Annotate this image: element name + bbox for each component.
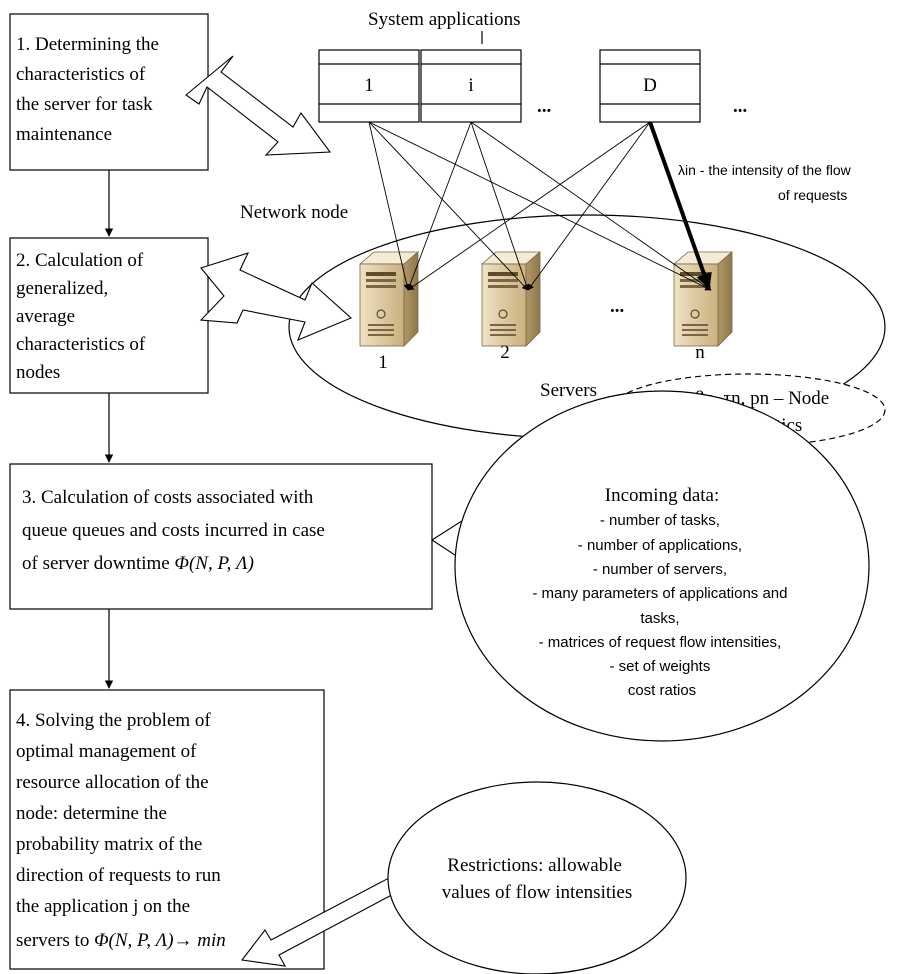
step-3-text: 3. Calculation of costs associated with … <box>22 487 330 574</box>
server-ellipsis: ... <box>610 296 624 317</box>
incoming-data-list: - number of tasks, - number of applicati… <box>532 512 791 699</box>
request-lines <box>368 121 712 291</box>
app-ellipsis-2: ... <box>733 96 747 117</box>
app-label-1: 1 <box>364 75 374 96</box>
step-2-text: 2. Calculation of generalized, average c… <box>16 250 150 383</box>
server-label-n: n <box>695 342 705 363</box>
restrictions-ellipse <box>387 781 687 974</box>
step-4-text: 4. Solving the problem of optimal manage… <box>16 710 226 951</box>
step-1-text: 1. Determining the characteristics of th… <box>16 34 164 145</box>
servers-label: Servers <box>540 380 597 401</box>
app-label-d: D <box>643 75 657 96</box>
step-2-box <box>9 237 209 394</box>
app-box-i: i <box>420 49 522 123</box>
restrictions-text: Restrictions: allowable values of flow i… <box>442 855 633 903</box>
app-label-i: i <box>468 75 473 96</box>
server-2 <box>481 251 541 347</box>
hollow-arrow-step1-to-apps <box>185 55 332 156</box>
server-label-1: 1 <box>378 352 388 373</box>
server-label-2: 2 <box>500 342 510 363</box>
system-applications-title: System applications <box>368 9 521 30</box>
flow-intensity-label: λin - the intensity of the flow of reque… <box>678 162 855 203</box>
incoming-data-title: Incoming data: <box>605 485 720 506</box>
network-node-label: Network node <box>240 202 348 223</box>
step-4-box <box>9 689 325 970</box>
hollow-arrow-step2-to-node <box>199 252 353 342</box>
app-ellipsis-1: ... <box>537 96 551 117</box>
app-box-1: 1 <box>318 49 420 123</box>
step-1-box <box>9 13 209 171</box>
highlighted-flow-line <box>648 121 712 290</box>
step-3-box <box>9 463 433 610</box>
app-box-d: D <box>599 49 701 123</box>
incoming-data-ellipse <box>454 390 870 742</box>
server-1 <box>359 251 419 347</box>
